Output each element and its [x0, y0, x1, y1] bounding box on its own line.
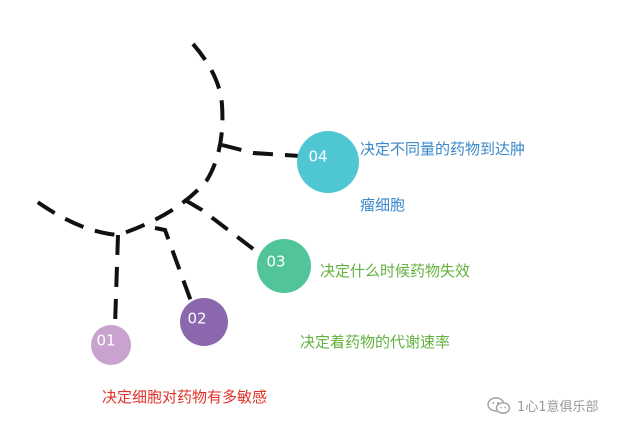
branch-to-04 [221, 143, 301, 158]
node-01-circle [91, 325, 131, 365]
node-03: 03 [257, 239, 311, 293]
branch-to-03 [183, 198, 267, 260]
node-01-description: 决定细胞对药物有多敏感 [102, 388, 268, 406]
node-04: 04 [297, 131, 359, 193]
node-04-description-line-2: 瘤细胞 [360, 196, 406, 214]
branch-to-01 [113, 234, 120, 327]
branch-to-02 [154, 226, 194, 305]
node-04-circle [297, 131, 359, 193]
node-03-circle [257, 239, 311, 293]
node-04-label: 04 [308, 148, 327, 166]
watermark-text: 1心1意俱乐部 [517, 400, 599, 415]
branch-lines [34, 42, 301, 327]
node-02-circle [180, 298, 228, 346]
node-02-label: 02 [187, 310, 206, 328]
node-01: 01 [91, 325, 131, 365]
node-01-label: 01 [96, 332, 115, 350]
node-04-description-line-1: 决定不同量的药物到达肿 [360, 140, 526, 158]
node-03-label: 03 [266, 253, 285, 271]
node-03-description: 决定什么时候药物失效 [320, 262, 471, 280]
node-02-description: 决定着药物的代谢速率 [300, 333, 451, 351]
watermark: 1心1意俱乐部 [487, 396, 599, 415]
node-02: 02 [180, 298, 228, 346]
node-04-description: 决定不同量的药物到达肿 瘤细胞 [360, 121, 525, 233]
wechat-icon [487, 396, 511, 414]
